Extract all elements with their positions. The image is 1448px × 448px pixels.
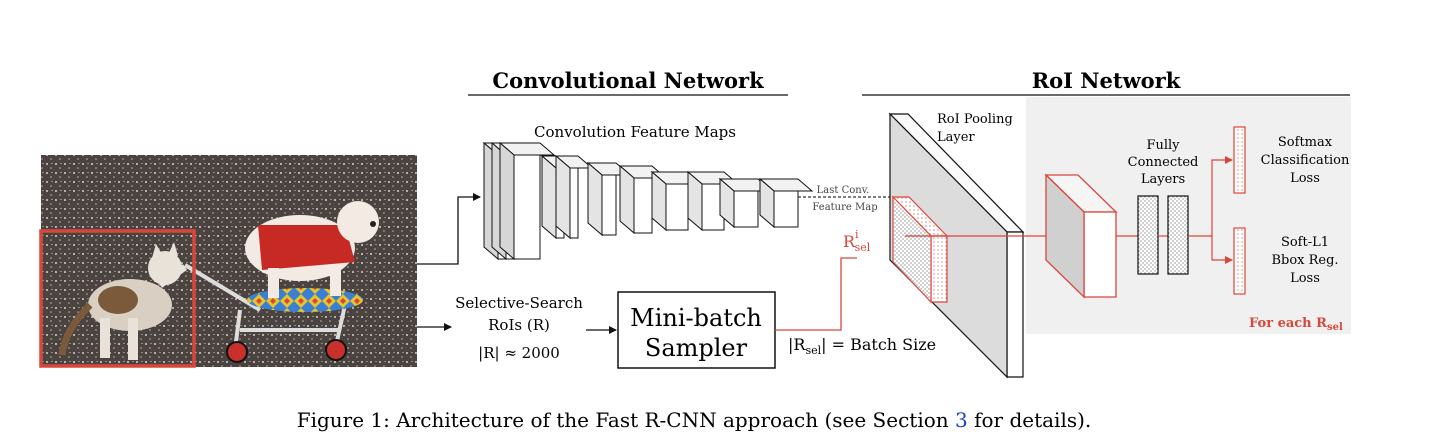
last-conv-label-line1: Last Conv. <box>817 185 870 196</box>
figure-caption: Figure 1: Architecture of the Fast R-CNN… <box>297 408 1092 432</box>
conv-feature-map <box>650 170 704 232</box>
fc-label-line2: Connected <box>1128 155 1199 170</box>
pooled-feature-cube <box>1044 173 1118 299</box>
sampler-label-line1: Mini-batch <box>630 304 762 332</box>
roi-projection-box <box>891 195 949 304</box>
stroller-wheel-right <box>325 339 347 361</box>
stroller-seat <box>247 288 363 312</box>
roi-box-on-image <box>39 229 196 368</box>
softmax-label-line2: Classification <box>1261 153 1350 168</box>
sampler-label-line2: Sampler <box>645 334 748 362</box>
conv-network-title: Convolutional Network <box>492 68 764 93</box>
fc-label-line3: Layers <box>1141 172 1185 187</box>
fc-layer-1 <box>1137 195 1159 275</box>
ss-label-line3: |R| ≈ 2000 <box>478 344 560 362</box>
roi-network-title: RoI Network <box>1032 68 1181 93</box>
softmax-label-line1: Softmax <box>1278 135 1333 150</box>
conv-feature-maps <box>482 141 814 261</box>
conv-feature-map <box>718 177 774 229</box>
roi-pool-label-line2: Layer <box>937 130 975 145</box>
softl1-label-line3: Loss <box>1290 271 1320 286</box>
softmax-label-line3: Loss <box>1290 171 1320 186</box>
ss-label-line1: Selective-Search <box>455 294 583 312</box>
fc-layer-2 <box>1167 195 1189 275</box>
softl1-label-line2: Bbox Reg. <box>1271 253 1338 268</box>
conv-feature-map <box>554 154 594 240</box>
softl1-head <box>1233 227 1246 295</box>
branch-to-softl1 <box>1211 236 1233 264</box>
roi-pooling-layer <box>888 112 1025 379</box>
arrow-sampler-to-roi <box>775 257 857 331</box>
mini-batch-sampler-box <box>617 291 776 369</box>
conv-feature-map <box>686 170 740 232</box>
input-image <box>39 155 417 368</box>
conv-feature-map <box>498 141 556 261</box>
branch-to-softmax <box>1188 156 1233 237</box>
last-conv-label-line2: Feature Map <box>812 202 877 213</box>
fc-label-line1: Fully <box>1146 138 1180 153</box>
roi-pool-label-line1: RoI Pooling <box>937 112 1013 127</box>
ss-label-line2: RoIs (R) <box>488 316 550 334</box>
batch-size-label: |Rsel| = Batch Size <box>788 335 936 357</box>
section-ref-link[interactable]: 3 <box>955 408 968 432</box>
softmax-head <box>1233 126 1246 194</box>
dog <box>245 201 379 298</box>
stroller-wheel-left <box>226 341 248 363</box>
for-each-rsel-label: For each Rsel <box>1249 316 1343 333</box>
conv-feature-map <box>758 177 814 229</box>
conv-feature-maps-label: Convolution Feature Maps <box>534 123 736 141</box>
arrow-image-to-conv <box>417 193 481 265</box>
cat <box>58 242 188 360</box>
softl1-label-line1: Soft-L1 <box>1281 235 1329 250</box>
